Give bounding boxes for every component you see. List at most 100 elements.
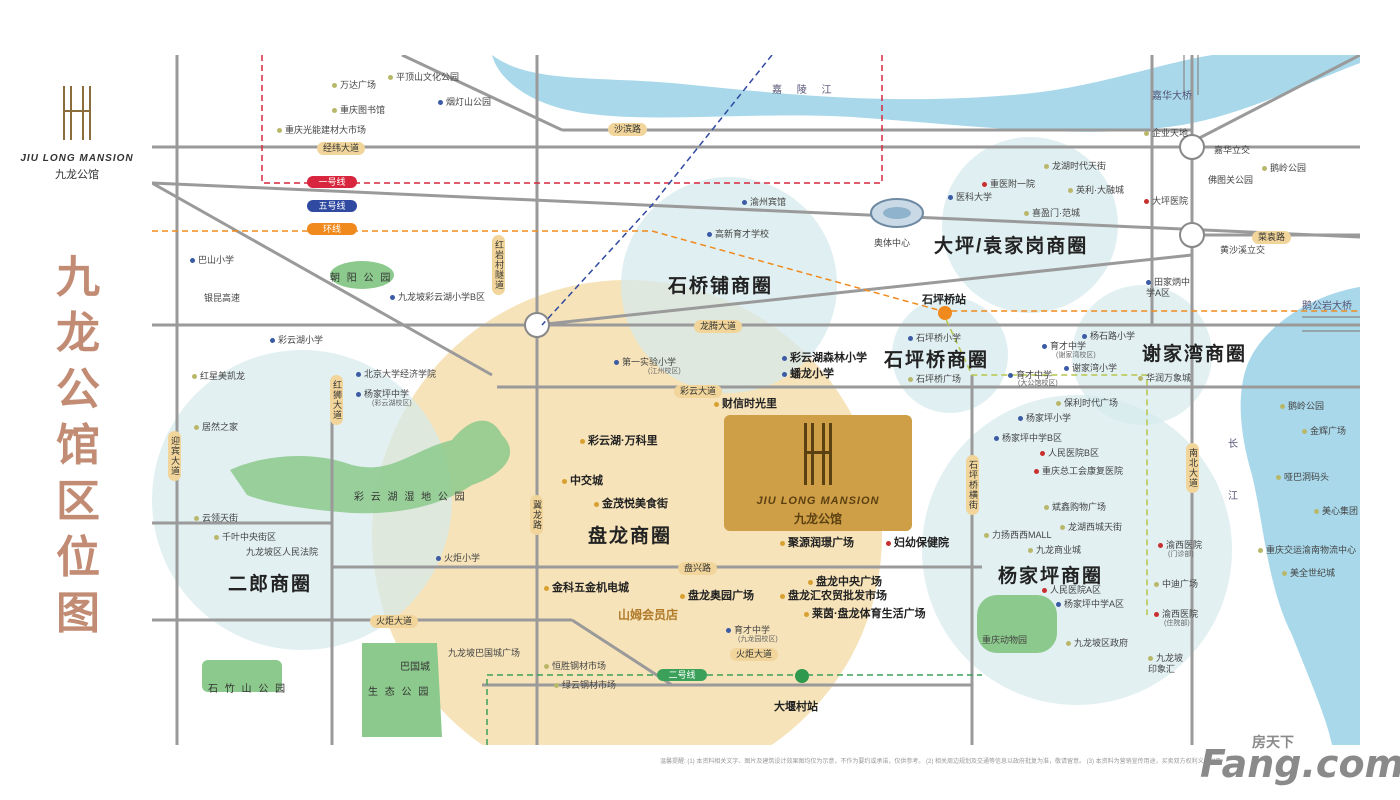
road-shabin: 沙滨路 (608, 123, 648, 136)
metro-line2-tag: 二号线 (657, 669, 707, 681)
poi: 重庆图书馆 (332, 105, 385, 116)
poi: 哑巴洞码头 (1276, 472, 1329, 483)
poi: 九龙坡区人民法院 (246, 547, 319, 557)
metro-loop-route (152, 230, 1360, 312)
cbd-erlang: 二郎商圈 (228, 574, 313, 595)
shengtai-park-shape (362, 643, 442, 737)
poi: 企业天地 (1144, 128, 1188, 139)
zoo-shape (977, 595, 1057, 653)
poi: 银昆高速 (204, 293, 241, 303)
poi: 石坪桥广场 (908, 374, 961, 385)
project-name-cn: 九龙公馆 (793, 512, 842, 526)
shipingqiao-station-dot (938, 306, 952, 320)
poi: 莱茵·盘龙体育生活广场 (804, 609, 926, 620)
interchange-icon (524, 312, 550, 338)
shizhushan-park-shape (202, 660, 282, 692)
poi: 人民医院B区 (1040, 448, 1099, 459)
exinyan-bridge-label: 鹅公岩大桥 (1302, 301, 1352, 312)
poi: 石坪桥小学 (908, 333, 961, 344)
poi: 大坪医院 (1144, 196, 1188, 207)
project-location: JIU LONG MANSION 九龙公馆 (724, 415, 912, 531)
poi: 云领天街 (194, 513, 238, 524)
metro-line1-tag: 一号线 (307, 176, 357, 188)
jialing-river-label: 嘉 陵 江 (772, 85, 838, 96)
poi: 杨家坪小学 (1018, 413, 1071, 424)
poi: 杨家坪中学B区 (994, 433, 1062, 444)
title-char: 九 (56, 252, 100, 303)
road-longteng: 龙腾大道 (694, 320, 743, 333)
poi-subtitle: (江州校区) (648, 368, 681, 375)
page-title: 九 龙 公 馆 区 位 图 (48, 250, 108, 642)
xiejiawan-circle (1072, 285, 1212, 425)
poi: 美全世纪城 (1282, 568, 1335, 579)
road-panxing: 盘兴路 (678, 562, 718, 575)
watermark-logo: 房天下 Fang.com (1200, 730, 1400, 790)
poi: 喜盈门·范城 (1024, 208, 1080, 219)
road-jingwei: 经纬大道 (317, 142, 366, 155)
poi: 美心集团 (1314, 506, 1358, 517)
poi: 九龙坡印象汇 (1148, 653, 1188, 675)
road-hongyancun: 红岩村隧道 (492, 235, 505, 295)
poi: 金辉广场 (1302, 426, 1346, 437)
poi: 恒胜钢材市场 (544, 661, 606, 672)
poi: 渝西医院 (1154, 609, 1198, 620)
cbd-daping: 大坪/袁家岗商圈 (934, 236, 1089, 257)
watermark-main: Fang.com (1200, 742, 1400, 786)
poi: 彩云湖小学 (270, 335, 323, 346)
sams-club-label: 山姆会员店 (618, 608, 679, 622)
poi: 中交城 (562, 476, 603, 487)
poi: 龙湖时代天街 (1044, 161, 1106, 172)
cbd-shipingqiao: 石坪桥商圈 (884, 350, 990, 371)
shipingqiao-station-label: 石坪桥站 (922, 294, 966, 306)
metro-line2-route (486, 674, 982, 745)
road-nanbei: 南北大道 (1186, 443, 1199, 493)
poi: 绿云钢材市场 (554, 680, 616, 691)
location-map: JIU LONG MANSION 九龙公馆 嘉 陵 江 长 江 嘉华大桥 鹅公岩… (152, 55, 1360, 745)
poi: 烟灯山公园 (438, 97, 491, 108)
title-char: 位 (56, 532, 100, 583)
road-huoju-south: 火炬大道 (730, 648, 779, 661)
poi: 九龙商业城 (1028, 545, 1081, 556)
poi: 保利时代广场 (1056, 398, 1118, 409)
poi: 人民医院A区 (1042, 585, 1101, 596)
poi: 巴山小学 (190, 255, 234, 266)
poi: 嘉华立交 (1214, 145, 1251, 155)
logo-english-name: JIU LONG MANSION (20, 153, 134, 164)
road-caiyun: 彩云大道 (674, 385, 723, 398)
poi: 高新育才学校 (707, 229, 769, 240)
jiahua-bridge-label: 嘉华大桥 (1152, 91, 1192, 102)
interchange-icon (1179, 134, 1205, 160)
poi: 渝州宾馆 (742, 197, 786, 208)
logo-chinese-name: 九龙公馆 (55, 169, 99, 181)
poi: 盘龙奥园广场 (680, 591, 754, 602)
poi: 奥体中心 (874, 238, 911, 248)
poi: 北京大学经济学院 (356, 369, 436, 380)
poi: 九龙坡巴国城广场 (448, 648, 521, 658)
logo-emblem-icon (63, 86, 91, 140)
poi: 龙湖西城天街 (1060, 522, 1122, 533)
zoo-label: 重庆动物园 (982, 635, 1028, 645)
poi: 鹅岭公园 (1262, 163, 1306, 174)
metro-loop-tag: 环线 (307, 223, 357, 235)
poi: 重庆总工会康复医院 (1034, 466, 1123, 477)
title-char: 图 (56, 588, 100, 639)
poi-subtitle: (谢家湾校区) (1056, 352, 1096, 359)
poi: 力扬西西MALL (984, 530, 1052, 541)
poi: 杨家坪中学A区 (1056, 599, 1124, 610)
poi: 杨家坪中学 (356, 389, 409, 400)
poi: 育才中学 (1008, 370, 1052, 381)
shengtai-park-label: 生 态 公 园 (368, 687, 431, 698)
poi: 杨石路小学 (1082, 331, 1135, 342)
disclaimer-footnote: 温馨提醒: (1) 本资料相关文字、图片及建筑设计效果图均仅为示意，不作为要约或… (660, 759, 1220, 765)
poi-subtitle: (九龙园校区) (738, 636, 778, 643)
poi: 中迪广场 (1154, 579, 1198, 590)
shizhushan-park-label: 石 竹 山 公 园 (208, 684, 288, 695)
chaoyang-park-shape (330, 261, 394, 289)
cbd-yangjiaping: 杨家坪商圈 (998, 566, 1104, 587)
poi: 谢家湾小学 (1064, 363, 1117, 374)
poi: 蟠龙小学 (782, 369, 834, 380)
poi: 财信时光里 (714, 399, 777, 410)
poi: 万达广场 (332, 80, 376, 91)
poi: 金科五金机电城 (544, 583, 629, 594)
cbd-shiqiaopu: 石桥铺商圈 (668, 276, 774, 297)
